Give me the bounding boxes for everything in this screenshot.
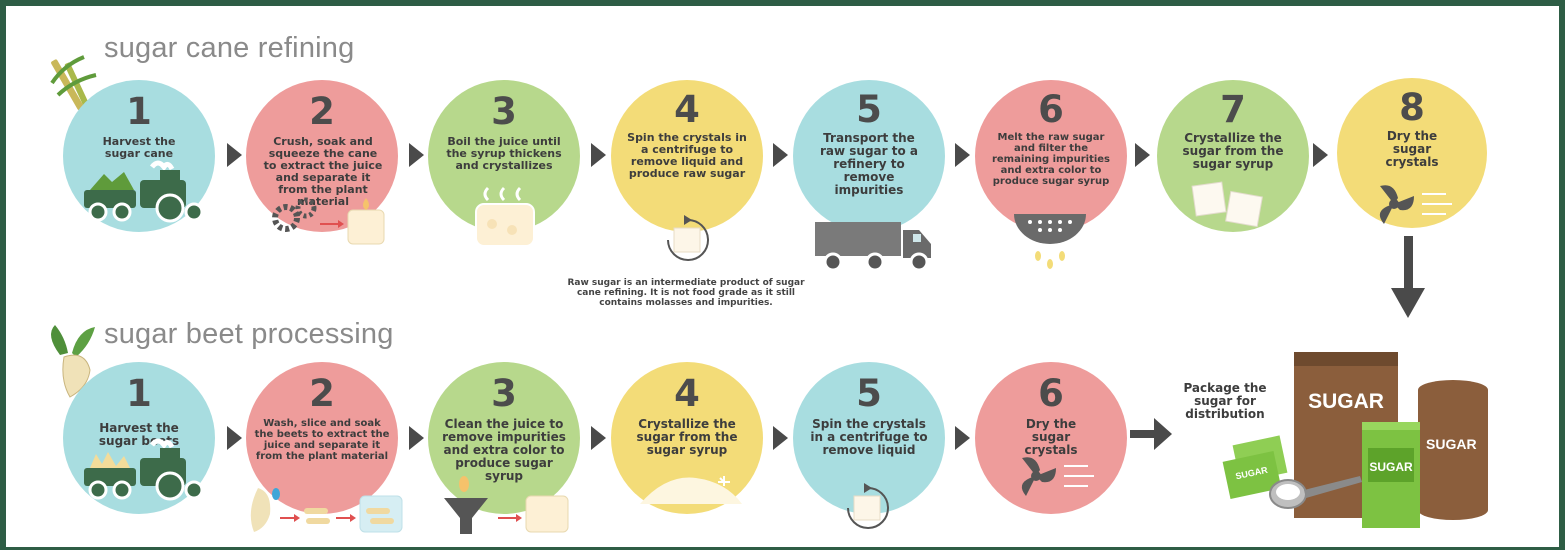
- step-text: Harvest the sugar beets: [98, 421, 180, 448]
- beet-slices-icon: [250, 488, 403, 533]
- chevron-right-icon: [591, 426, 606, 450]
- step-text: Transport the raw sugar to a refinery to…: [819, 131, 918, 197]
- step-number: 6: [1038, 372, 1064, 415]
- chevron-right-icon: [773, 426, 788, 450]
- step-text: Clean the juice to remove impurities and…: [442, 417, 566, 483]
- gears-icon: [272, 197, 385, 245]
- chevron-right-icon: [955, 143, 970, 167]
- bag-top: [1294, 352, 1398, 366]
- step-number: 8: [1399, 86, 1425, 129]
- colander-icon: [1014, 214, 1086, 269]
- step-text: Wash, slice and soak the beets to extrac…: [254, 418, 390, 462]
- chevron-right-icon: [409, 426, 424, 450]
- chevron-right-icon: [409, 143, 424, 167]
- step-number: 2: [309, 90, 335, 133]
- chevron-right-icon: [227, 426, 242, 450]
- chevron-right-icon: [955, 426, 970, 450]
- funnel-icon: [444, 476, 569, 534]
- step-number: 5: [856, 372, 882, 415]
- step-text: Boil the juice until the syrup thickens …: [446, 135, 562, 172]
- step-number: 1: [126, 372, 152, 415]
- chevron-right-icon: [773, 143, 788, 167]
- raw-sugar-note: Raw sugar is an intermediate product of …: [567, 278, 805, 308]
- step-text: Spin the crystals in a centrifuge to rem…: [810, 417, 928, 457]
- measuring-spoon-icon: [1269, 476, 1362, 509]
- down-arrow-icon: [1391, 236, 1425, 318]
- beet-step-1: 1 Harvest the sugar beets: [63, 362, 215, 514]
- step-number: 4: [674, 88, 700, 131]
- truck-icon: [815, 222, 931, 272]
- step-text: Crystallize the sugar from the sugar syr…: [1182, 131, 1284, 171]
- step-number: 3: [491, 90, 517, 133]
- chevron-right-icon: [1313, 143, 1328, 167]
- tractor-icon: [84, 438, 204, 501]
- fan-icon: [1379, 185, 1452, 224]
- package-step-text: Package the sugar for distribution: [1183, 381, 1267, 421]
- step-text: Spin the crystals in a centrifuge to rem…: [627, 131, 747, 180]
- beet-step-2: 2 Wash, slice and soak the beets to extr…: [246, 362, 398, 514]
- tractor-icon: [84, 160, 204, 223]
- right-arrow-icon: [1130, 418, 1172, 450]
- box-label: SUGAR: [1369, 460, 1413, 474]
- sugar-box: SUGAR: [1362, 422, 1420, 528]
- step-text: Dry the sugar crystals: [1024, 417, 1078, 457]
- beet-step-6: 6 Dry the sugar crystals: [975, 362, 1127, 514]
- step-number: 7: [1220, 88, 1246, 131]
- step-number: 5: [856, 88, 882, 131]
- bag-label: SUGAR: [1308, 390, 1384, 413]
- canister-label: SUGAR: [1426, 436, 1477, 452]
- step-text: Dry the sugar crystals: [1385, 129, 1439, 169]
- chevron-right-icon: [1135, 143, 1150, 167]
- step-text: Melt the raw sugar and filter the remain…: [991, 132, 1111, 187]
- boiling-pot-icon: [475, 186, 535, 247]
- chevron-right-icon: [591, 143, 606, 167]
- cane-step-2: 2 Crush, soak and squeeze the cane to ex…: [246, 80, 398, 232]
- cane-section-title: sugar cane refining: [104, 32, 355, 64]
- cane-step-6: 6 Melt the raw sugar and filter the rema…: [975, 80, 1127, 232]
- step-text: Crush, soak and squeeze the cane to extr…: [263, 135, 383, 208]
- cane-step-4: 4 Spin the crystals in a centrifuge to r…: [611, 80, 763, 232]
- beet-section-title: sugar beet processing: [104, 318, 394, 350]
- sugar-canister: SUGAR: [1418, 380, 1488, 520]
- centrifuge-icon: [847, 483, 889, 529]
- fan-icon: [1021, 457, 1094, 496]
- chevron-right-icon: [227, 143, 242, 167]
- beet-step-4: 4 Crystallize the sugar from the sugar s…: [611, 362, 763, 514]
- sugar-cubes-icon: [1191, 181, 1263, 228]
- step-text: Crystallize the sugar from the sugar syr…: [636, 417, 738, 457]
- beet-step-3: 3 Clean the juice to remove impurities a…: [428, 362, 580, 514]
- centrifuge-icon: [667, 215, 709, 261]
- sugar-cane-icon: [50, 55, 97, 111]
- box-panel: [1368, 448, 1414, 482]
- step-number: 3: [491, 372, 517, 415]
- step-number: 6: [1038, 88, 1064, 131]
- cane-step-5: 5 Transport the raw sugar to a refinery …: [793, 80, 945, 232]
- step-number: 2: [309, 372, 335, 415]
- step-number: 4: [674, 372, 700, 415]
- step-text: Harvest the sugar cane: [102, 135, 176, 160]
- step-number: 1: [126, 90, 152, 133]
- sugar-pile-icon: [640, 476, 742, 504]
